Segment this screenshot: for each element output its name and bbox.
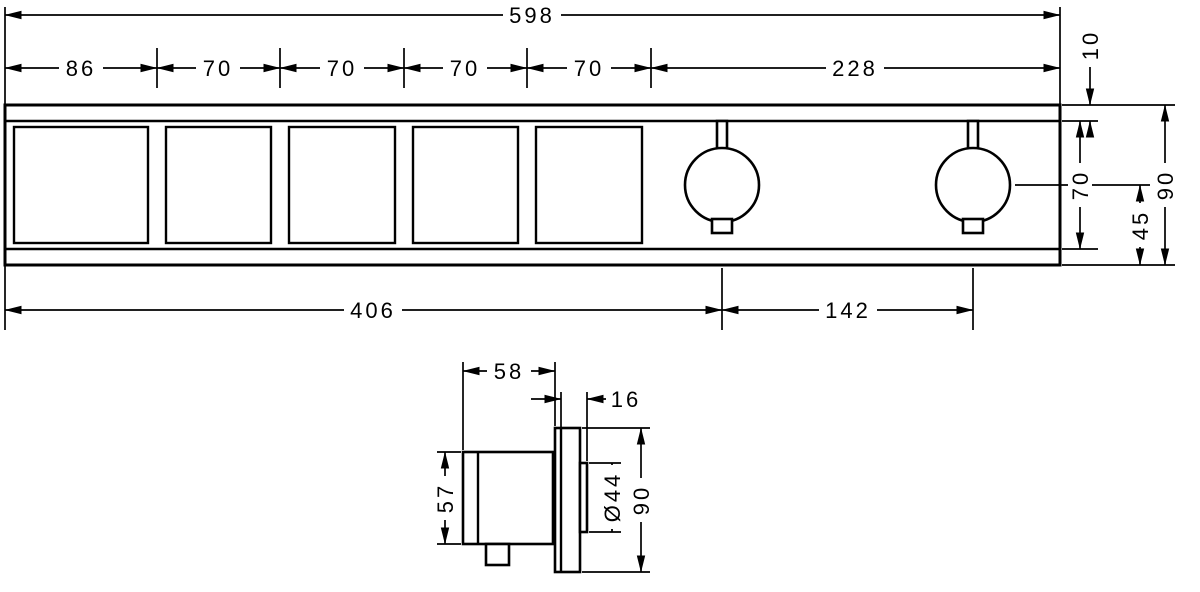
escutcheon-plate [553, 426, 582, 574]
knob-right-stem [966, 119, 980, 151]
knob-right [934, 119, 1012, 235]
dim-label-body-height: 57 [433, 476, 458, 520]
knob-right-grip [961, 217, 985, 235]
dim-label-seg-2: 70 [196, 56, 240, 81]
svg-text:70: 70 [327, 56, 357, 81]
button-pad-5 [534, 125, 644, 245]
svg-text:598: 598 [509, 3, 555, 28]
svg-text:70: 70 [1068, 170, 1093, 200]
panel-inner-lines [5, 119, 1060, 251]
button-pad-2 [164, 125, 273, 245]
button-pad-4 [411, 125, 520, 245]
svg-text:90: 90 [1153, 170, 1178, 200]
side-shapes [461, 426, 589, 574]
dim-label-bottom-right: 142 [819, 298, 877, 323]
svg-text:10: 10 [1078, 30, 1103, 60]
knob-left-circle [683, 146, 761, 224]
svg-text:58: 58 [494, 359, 524, 384]
dim-label-seg-6: 228 [826, 56, 884, 81]
svg-text:70: 70 [450, 56, 480, 81]
dim-label-seg-1: 86 [59, 56, 103, 81]
knob-right-circle [934, 146, 1012, 224]
dim-label-total-height: 90 [1153, 163, 1178, 207]
svg-text:70: 70 [574, 56, 604, 81]
svg-text:70: 70 [203, 56, 233, 81]
dim-label-seg-3: 70 [320, 56, 364, 81]
panel [3, 103, 1062, 267]
svg-text:45: 45 [1128, 210, 1153, 240]
dim-label-seg-5: 70 [567, 56, 611, 81]
svg-text:142: 142 [825, 298, 871, 323]
valve-body-bottom-nub [484, 542, 511, 567]
dim-label-knob-diameter: Ø44 [600, 465, 625, 529]
dim-label-center-to-bottom: 45 [1128, 203, 1153, 247]
knob-left [683, 119, 761, 235]
dim-label-total-width: 598 [503, 3, 561, 28]
dim-label-inner-height: 70 [1068, 163, 1093, 207]
svg-text:406: 406 [350, 298, 396, 323]
dim-label-bottom-left: 406 [344, 298, 402, 323]
dim-label-projection: 16 [606, 387, 646, 412]
svg-text:57: 57 [433, 483, 458, 513]
valve-body [461, 450, 555, 546]
svg-text:16: 16 [611, 387, 641, 412]
panel-outline [3, 103, 1062, 267]
knob-profile [578, 461, 589, 534]
button-pad-3 [287, 125, 397, 245]
dim-label-plate-height: 90 [629, 478, 654, 522]
knob-left-grip [710, 217, 734, 235]
dim-label-seg-4: 70 [443, 56, 487, 81]
svg-text:86: 86 [66, 56, 96, 81]
svg-text:228: 228 [832, 56, 878, 81]
front-view [3, 7, 1175, 330]
dim-label-top-offset: 10 [1078, 23, 1103, 67]
dimension-labels: 598 86 70 70 70 70 228 10 [59, 3, 1178, 529]
knob-left-stem [715, 119, 729, 151]
button-pad-1 [12, 125, 150, 245]
svg-text:Ø44: Ø44 [600, 472, 625, 523]
svg-text:90: 90 [629, 485, 654, 515]
dim-label-body-depth: 58 [487, 359, 531, 384]
side-view [437, 362, 650, 574]
